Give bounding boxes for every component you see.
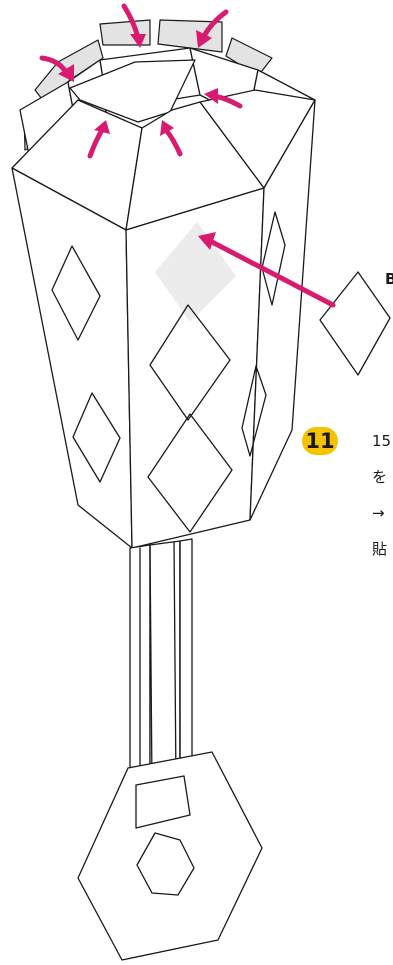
step-number-badge: 11: [302, 427, 338, 455]
body-right-panel: [249, 99, 316, 521]
step-line: →: [372, 504, 385, 522]
step-instruction-text: 15 を → 貼: [372, 430, 393, 574]
step-line: 貼: [372, 540, 388, 558]
attach-target-shape: [155, 222, 236, 322]
step-line: を: [372, 468, 388, 486]
piece-label: B: [385, 270, 393, 288]
step-line: 15: [372, 432, 392, 450]
base-hexagon: [77, 751, 263, 961]
curved-arrow-icon: [39, 3, 243, 159]
piece-b-shape: [319, 271, 391, 376]
base-window: [136, 832, 195, 896]
straight-arrow-icon: [198, 232, 336, 308]
body-left-panel: [11, 167, 133, 549]
base: [77, 751, 263, 961]
stem: [129, 538, 193, 791]
diamond-windows: [51, 211, 286, 533]
